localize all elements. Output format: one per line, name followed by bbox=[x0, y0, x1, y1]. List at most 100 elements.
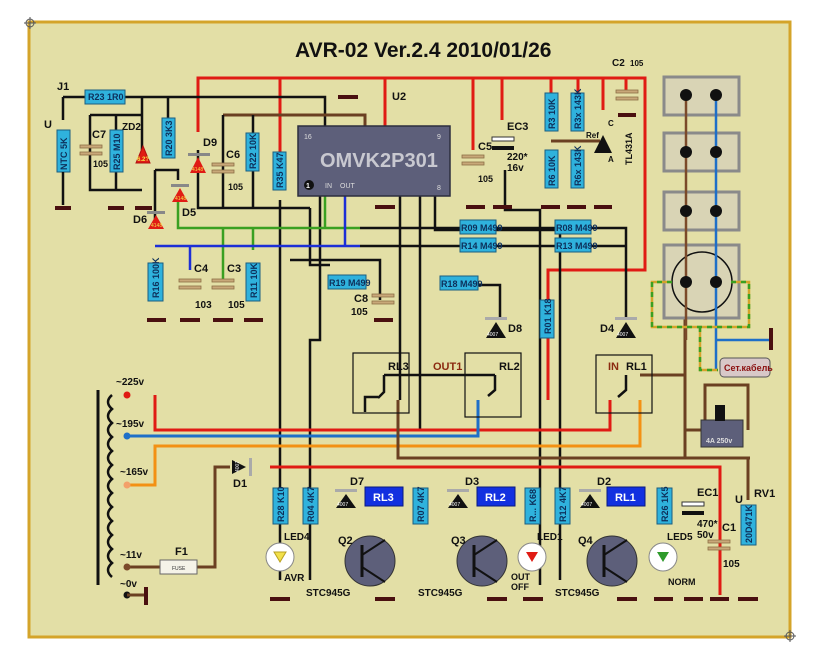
wire-r18-d8 bbox=[470, 226, 628, 320]
ic-out-label: OUT bbox=[340, 183, 356, 190]
c6-value: 105 bbox=[228, 182, 243, 192]
resistor-r14 bbox=[459, 237, 497, 253]
ic-part-label: OMVK2P301 bbox=[320, 150, 438, 172]
c1-ref: C1 bbox=[722, 522, 736, 534]
relay-coil-rl2 bbox=[476, 486, 516, 507]
rk68-label: R... K68 bbox=[528, 489, 538, 522]
resistor-r25 bbox=[109, 129, 124, 173]
outlet-socket-1 bbox=[662, 75, 741, 117]
capacitor-c3 bbox=[211, 278, 235, 283]
resistor-r08 bbox=[554, 219, 592, 235]
out1-label: OUT1 bbox=[433, 361, 462, 373]
diode-d1 bbox=[232, 460, 246, 474]
d4-ref: D4 bbox=[600, 323, 615, 335]
c8-value: 105 bbox=[351, 307, 368, 318]
tap-11v-label: ~11v bbox=[120, 550, 142, 561]
led1-label-off: OFF bbox=[511, 582, 529, 592]
f1-ref: F1 bbox=[175, 546, 188, 558]
resistor-r12 bbox=[554, 487, 571, 525]
diode-d7 bbox=[336, 494, 356, 508]
resistor-r22 bbox=[245, 132, 260, 172]
d6-value: 4148 bbox=[151, 223, 162, 229]
wire-u2-top bbox=[223, 113, 367, 128]
resistor-r28 bbox=[272, 487, 289, 525]
corner-marker-top-left bbox=[24, 17, 36, 29]
outlet-socket-schuko bbox=[662, 243, 741, 320]
zd2-ref: ZD2 bbox=[122, 122, 141, 133]
wire-vcc-rail bbox=[196, 76, 647, 400]
r16-label: R16 100K bbox=[151, 257, 161, 298]
ground-row-top bbox=[135, 205, 612, 210]
resistor-r11 bbox=[245, 262, 261, 302]
capacitor-c6 bbox=[211, 162, 235, 167]
c7-ref: C7 bbox=[92, 129, 106, 141]
r35-label: R35 K47 bbox=[275, 152, 285, 188]
diode-d8 bbox=[486, 322, 506, 338]
d7-value: 4007 bbox=[337, 502, 348, 508]
ec1-value: 470* bbox=[697, 519, 718, 530]
tl431-part-label: TL431A bbox=[624, 132, 634, 165]
resistor-r23 bbox=[84, 89, 126, 105]
q2-ref: Q2 bbox=[338, 535, 353, 547]
r19-label: R19 M499 bbox=[329, 278, 371, 288]
wire-c8 bbox=[290, 258, 382, 300]
wire-tap-165 bbox=[127, 400, 642, 487]
q2-part: STC945G bbox=[306, 588, 351, 599]
led5-label: NORM bbox=[668, 577, 696, 587]
d2-value: 4007 bbox=[581, 502, 592, 508]
relay-coil-rl1 bbox=[606, 486, 646, 507]
d2-ref: D2 bbox=[597, 476, 611, 488]
resistor-r07 bbox=[412, 487, 429, 525]
ec1-voltage: 50v bbox=[697, 530, 714, 541]
mains-cable-label-box bbox=[719, 357, 771, 378]
transistor-q3 bbox=[456, 535, 508, 587]
wire-out-signal bbox=[155, 190, 360, 270]
diode-d6 bbox=[148, 215, 164, 229]
j1-label: J1 bbox=[57, 81, 69, 93]
d6-ref: D6 bbox=[133, 214, 147, 226]
corner-marker-bottom-right bbox=[784, 630, 796, 642]
fuse-f1 bbox=[159, 559, 198, 575]
circuit-breaker bbox=[700, 419, 744, 448]
ic-omvk2p301 bbox=[297, 125, 451, 197]
d3-value: 4007 bbox=[449, 502, 460, 508]
q3-part: STC945G bbox=[418, 588, 463, 599]
resistor-r3x bbox=[570, 92, 585, 132]
c2-value: 105 bbox=[630, 59, 644, 68]
diode-d3 bbox=[448, 494, 468, 508]
capacitor-c7 bbox=[79, 144, 103, 149]
led4-label: AVR bbox=[284, 573, 305, 584]
ntc-prefix-label: U bbox=[44, 119, 52, 131]
wire-output-live bbox=[396, 300, 750, 460]
d7-ref: D7 bbox=[350, 476, 364, 488]
resistor-r04 bbox=[302, 487, 319, 525]
resistor-r09 bbox=[459, 219, 497, 235]
ntc-label: NTC 5K bbox=[59, 137, 69, 170]
r26-label: R26 1K5 bbox=[660, 486, 670, 522]
capacitor-c2 bbox=[615, 89, 639, 94]
c4-value: 103 bbox=[195, 300, 212, 311]
rv1-ref: RV1 bbox=[754, 488, 775, 500]
d9-ref: D9 bbox=[203, 137, 217, 149]
wire-tap-195 bbox=[127, 400, 480, 438]
d3-ref: D3 bbox=[465, 476, 479, 488]
r6-label: R6 10K bbox=[547, 155, 557, 186]
r01-label: R01 K18 bbox=[543, 298, 553, 334]
capacitor-ec3 bbox=[491, 136, 515, 142]
c4-ref: C4 bbox=[194, 263, 209, 275]
schematic-frame bbox=[27, 20, 792, 639]
r20-label: R20 3K3 bbox=[164, 120, 174, 156]
r11-label: R11 10K bbox=[249, 262, 259, 298]
r09-label: R09 M499 bbox=[461, 223, 503, 233]
led1-label-out: OUT bbox=[511, 572, 531, 582]
r6x-label: R6x 143K bbox=[573, 145, 583, 186]
ec1-ref: EC1 bbox=[697, 487, 718, 499]
transistor-q4 bbox=[586, 535, 638, 587]
tap-11v-node bbox=[123, 563, 131, 571]
rl2-coil-label: RL2 bbox=[485, 492, 506, 504]
fuse-label: FUSE bbox=[172, 566, 186, 572]
resistor-rk68 bbox=[524, 487, 541, 525]
diode-d5 bbox=[172, 188, 188, 202]
r28-label: R28 K10 bbox=[276, 486, 286, 522]
resistor-r18 bbox=[439, 275, 479, 291]
